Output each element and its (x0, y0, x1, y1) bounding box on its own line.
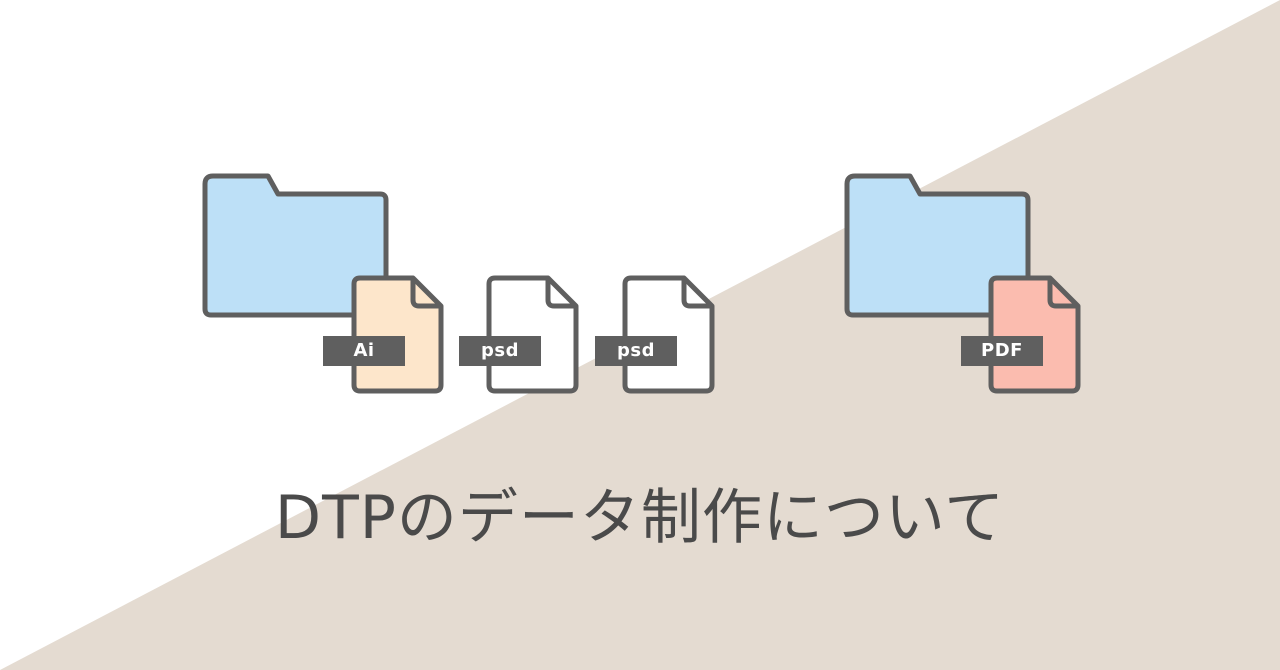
psd-file-label-1: psd (459, 336, 541, 366)
pdf-file-icon (988, 275, 1081, 394)
page-title: DTPのデータ制作について (274, 483, 1006, 553)
psd-file-label-2: psd (595, 336, 677, 366)
ai-file-label: Ai (323, 336, 405, 366)
ai-file-icon (351, 275, 444, 394)
psd-file-icon-1 (486, 275, 579, 394)
pdf-file-label: PDF (961, 336, 1043, 366)
psd-file-icon-2 (622, 275, 715, 394)
